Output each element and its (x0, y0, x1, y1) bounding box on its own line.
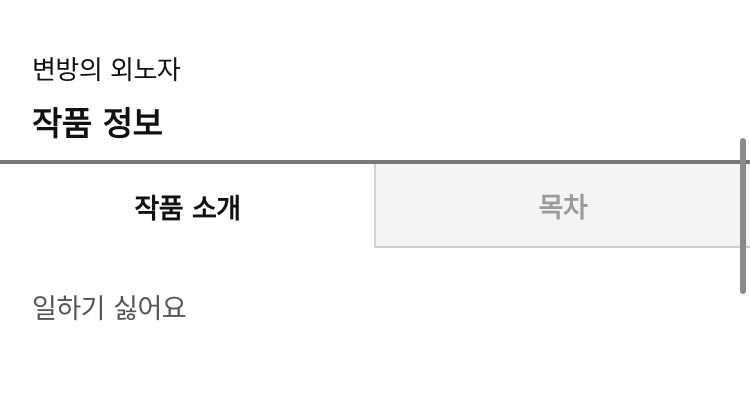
work-description: 일하기 싫어요 (32, 294, 187, 325)
tab-table-of-contents[interactable]: 목차 (374, 164, 750, 248)
scrollbar-thumb[interactable] (740, 138, 746, 294)
page-title: 작품 정보 (32, 104, 163, 143)
series-title: 변방의 외노자 (32, 56, 181, 86)
tab-work-intro[interactable]: 작품 소개 (0, 164, 375, 248)
tab-bar: 작품 소개 목차 (0, 164, 750, 248)
header-divider (0, 160, 750, 164)
